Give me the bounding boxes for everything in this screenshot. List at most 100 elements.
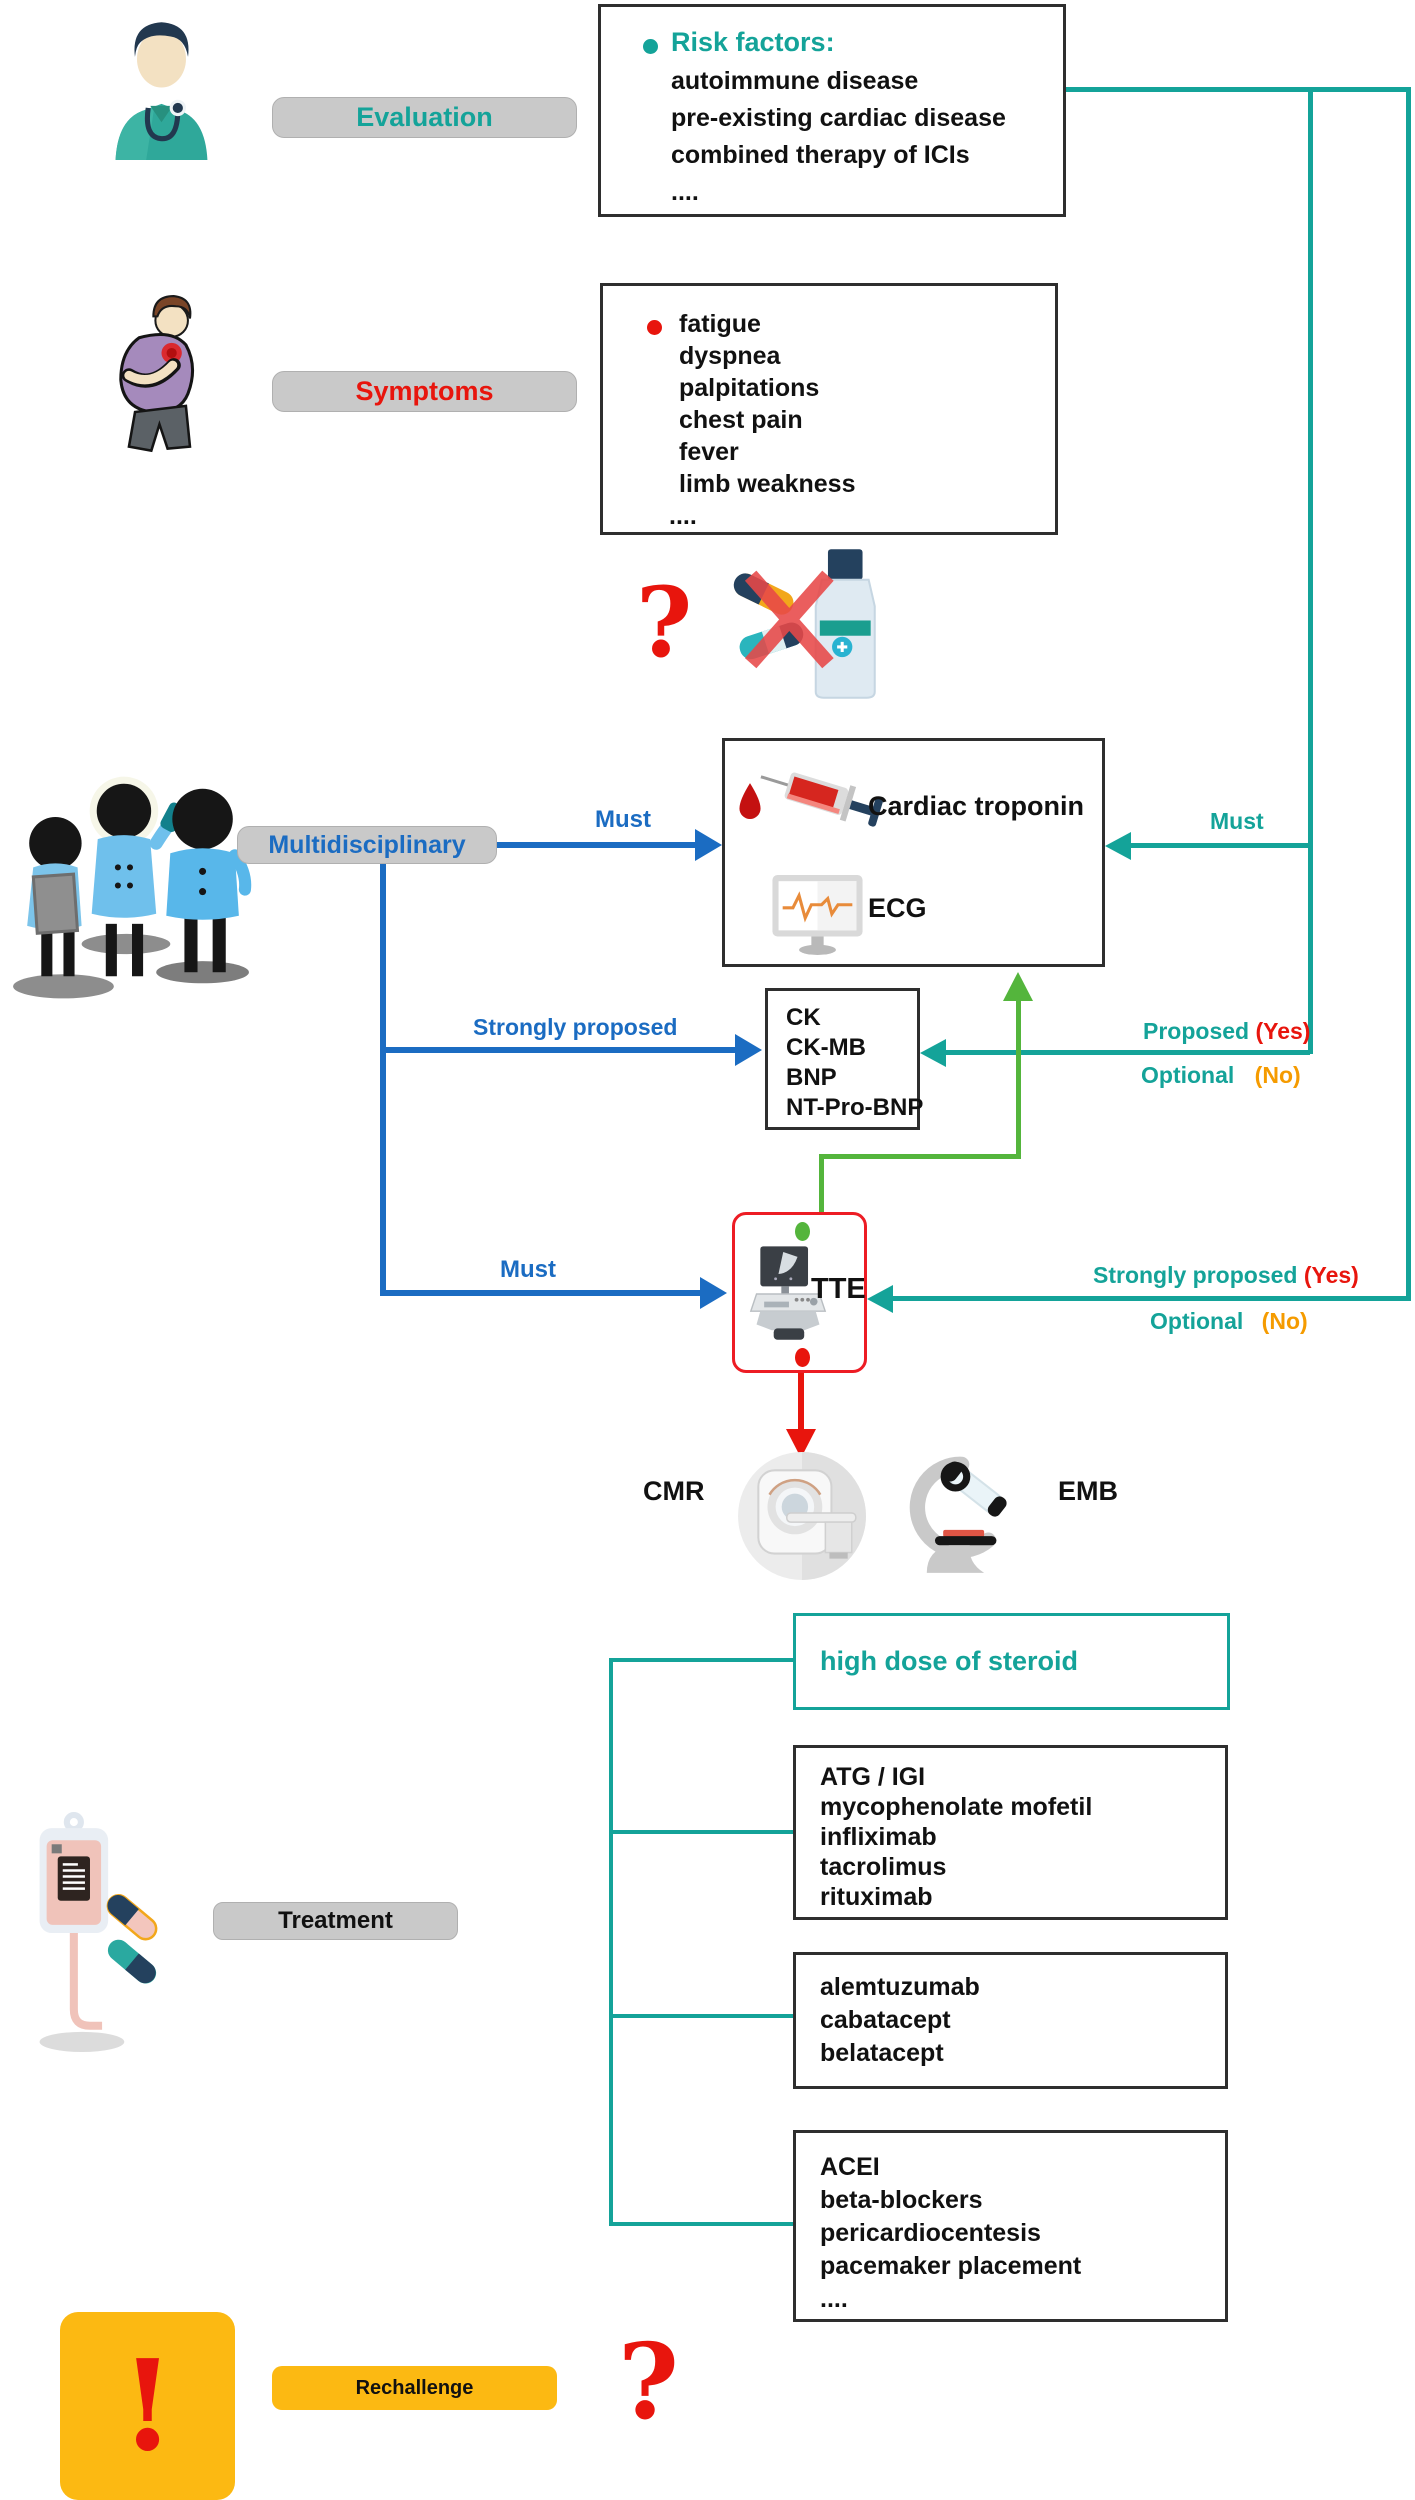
teal-proposed-line <box>946 1050 1310 1055</box>
risk-item: pre-existing cardiac disease <box>671 104 1006 132</box>
proposed-text: Proposed <box>1143 1018 1250 1044</box>
medical-team-icon <box>13 776 252 999</box>
tte-box: TTE <box>732 1212 867 1373</box>
symptom-item: chest pain <box>679 406 803 434</box>
symptom-item: .... <box>669 502 697 530</box>
stage-pill-treatment: Treatment <box>213 1902 458 1940</box>
tte-label: TTE <box>811 1273 866 1305</box>
optional-no-text: (No) <box>1254 1062 1301 1088</box>
question-mark-bottom: ? <box>618 2320 679 2443</box>
risk-factors-box: Risk factors: autoimmune disease pre-exi… <box>598 4 1066 217</box>
evaluation-label: Evaluation <box>356 102 493 132</box>
teal-must-line <box>1131 843 1309 848</box>
teal-proposed-arrowhead <box>920 1039 946 1067</box>
treatment-item: beta-blockers <box>820 2186 983 2214</box>
treatment-item: infliximab <box>820 1823 937 1851</box>
risk-item: autoimmune disease <box>671 67 919 95</box>
risk-factors-list: autoimmune disease pre-existing cardiac … <box>671 63 1006 211</box>
biomarker-item: CK-MB <box>786 1034 866 1061</box>
red-down-line <box>798 1373 804 1431</box>
proposed-yes-label: Proposed (Yes) <box>1143 1018 1310 1045</box>
stage-pill-symptoms: Symptoms <box>272 371 577 412</box>
second-line-box: alemtuzumab cabatacept belatacept <box>793 1952 1228 2089</box>
treatment-item: rituximab <box>820 1883 933 1911</box>
treatment-item: cabatacept <box>820 2006 951 2034</box>
bracket-stub-supportive <box>609 2222 793 2226</box>
immunosuppressant-box: ATG / IGI mycophenolate mofetil inflixim… <box>793 1745 1228 1920</box>
biomarker-list: CK CK-MB BNP NT-Pro-BNP <box>786 1003 923 1123</box>
microscope-icon <box>909 1456 1007 1573</box>
must-label-right: Must <box>1210 808 1264 834</box>
green-vertical-line <box>1016 998 1021 1159</box>
warning-icon: ! <box>60 2312 235 2500</box>
treatment-item: pericardiocentesis <box>820 2219 1041 2247</box>
bracket-stub-steroid <box>609 1658 793 1662</box>
green-status-dot <box>795 1222 810 1241</box>
blue-must-tte-line <box>383 1290 700 1296</box>
teal-must-arrowhead <box>1105 832 1131 860</box>
symptom-item: limb weakness <box>679 470 856 498</box>
steroid-label: high dose of steroid <box>820 1646 1079 1676</box>
optional-text: Optional <box>1141 1062 1235 1088</box>
green-up-arrowhead <box>1003 972 1033 1001</box>
proposed-yes-text: (Yes) <box>1255 1018 1311 1044</box>
patient-icon <box>119 295 195 453</box>
symptom-item: fever <box>679 438 739 466</box>
cardiac-troponin-label: Cardiac troponin <box>868 791 1085 821</box>
stage-pill-multidisciplinary: Multidisciplinary <box>237 826 497 864</box>
biomarker-item: NT-Pro-BNP <box>786 1094 924 1121</box>
biomarker-item: BNP <box>786 1064 837 1091</box>
second-line-list: alemtuzumab cabatacept belatacept <box>820 1971 980 2070</box>
biomarker-item: CK <box>786 1004 821 1031</box>
treatment-item: ATG / IGI <box>820 1763 926 1791</box>
teal-bullet <box>643 39 658 54</box>
blood-drop-icon <box>739 783 761 819</box>
treatment-item: pacemaker placement <box>820 2252 1082 2280</box>
treatment-item: belatacept <box>820 2039 944 2067</box>
ecg-monitor-icon <box>772 875 863 955</box>
risk-factors-title: Risk factors: <box>671 27 835 57</box>
treatment-item: mycophenolate mofetil <box>820 1793 1093 1821</box>
supportive-care-box: ACEI beta-blockers pericardiocentesis pa… <box>793 2130 1228 2322</box>
risk-item: .... <box>671 178 699 206</box>
must-label-left: Must <box>595 806 651 833</box>
optional-no2-label: Optional (No) <box>1150 1308 1308 1335</box>
exclamation-mark: ! <box>120 2332 175 2479</box>
symptom-item: fatigue <box>679 310 761 338</box>
cmr-label: CMR <box>643 1476 705 1506</box>
teal-connector-vertical-outer <box>1406 87 1411 1301</box>
biomarker-box: CK CK-MB BNP NT-Pro-BNP <box>765 988 923 1130</box>
red-status-dot <box>795 1348 810 1367</box>
no-medication-icon <box>733 549 876 699</box>
blue-strongly-proposed-line <box>383 1047 735 1053</box>
bracket-vertical <box>609 1658 613 2226</box>
teal-connector-top <box>1066 87 1411 92</box>
teal-strongly-arrowhead <box>867 1285 893 1313</box>
emb-label: EMB <box>1058 1476 1118 1506</box>
question-mark-top: ? <box>636 566 693 679</box>
immunosuppressant-list: ATG / IGI mycophenolate mofetil inflixim… <box>820 1762 1092 1912</box>
bracket-stub-secondline <box>609 2014 793 2018</box>
must-tte-label: Must <box>500 1256 556 1283</box>
green-horizontal-line <box>819 1154 1021 1159</box>
treatment-label: Treatment <box>278 1907 393 1934</box>
symptom-item: palpitations <box>679 374 820 402</box>
risk-item: combined therapy of ICIs <box>671 141 970 169</box>
symptoms-box: fatigue dyspnea palpitations chest pain … <box>600 283 1058 535</box>
multidisciplinary-label: Multidisciplinary <box>268 830 466 859</box>
doctor-icon <box>115 22 208 160</box>
mri-scanner-icon <box>738 1452 866 1580</box>
strongly-proposed-text: Strongly proposed <box>1093 1262 1298 1288</box>
troponin-ecg-box: Cardiac troponin ECG <box>722 738 1105 967</box>
teal-connector-vertical-inner <box>1308 87 1313 1054</box>
optional2-no-text: (No) <box>1261 1308 1308 1334</box>
blue-must-arrowhead <box>695 829 722 861</box>
treatment-item: ACEI <box>820 2153 880 2181</box>
treatment-item: alemtuzumab <box>820 1973 980 2001</box>
treatment-item: tacrolimus <box>820 1853 947 1881</box>
supportive-care-list: ACEI beta-blockers pericardiocentesis pa… <box>820 2151 1081 2316</box>
rechallenge-label: Rechallenge <box>355 2376 474 2399</box>
treatment-item: .... <box>820 2285 848 2313</box>
blue-must-tte-arrowhead <box>700 1277 727 1309</box>
